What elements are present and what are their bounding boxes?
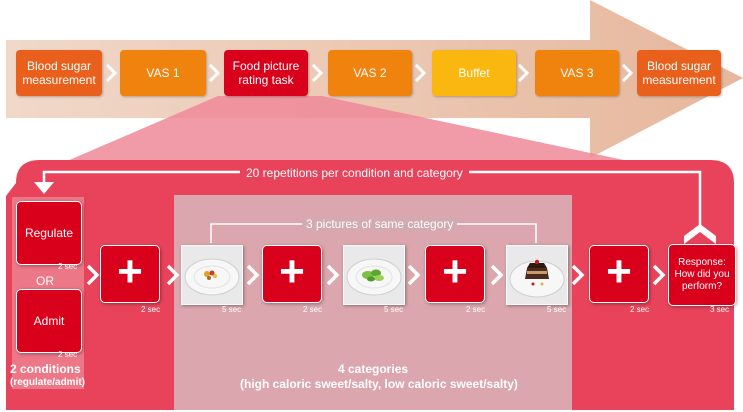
step-chevron bbox=[208, 63, 221, 87]
row-chevron bbox=[326, 264, 340, 291]
row-chevron bbox=[652, 264, 666, 291]
picture-3-duration: 5 sec bbox=[547, 305, 567, 314]
step-chevron bbox=[621, 63, 634, 87]
fixation-cross-2: + bbox=[262, 245, 322, 303]
picture-2-duration: 5 sec bbox=[384, 305, 404, 314]
food-picture-2 bbox=[343, 245, 405, 305]
fixation-cross-1: + bbox=[100, 245, 160, 303]
plate-with-small-food-icon bbox=[184, 258, 240, 296]
repetition-arrowhead bbox=[34, 182, 54, 194]
plate-with-green-vegetables-icon bbox=[346, 258, 402, 296]
row-chevron bbox=[407, 264, 421, 291]
response-box: Response: How did you perform? bbox=[668, 244, 736, 306]
response-duration: 3 sec bbox=[710, 305, 730, 314]
fixation-2-duration: 2 sec bbox=[303, 305, 323, 314]
regulate-duration: 2 sec bbox=[58, 262, 78, 271]
repetitions-label: 20 repetitions per condition and categor… bbox=[240, 166, 469, 180]
step-vas-2: VAS 2 bbox=[328, 50, 412, 96]
same-category-label: 3 pictures of same category bbox=[296, 217, 463, 231]
fixation-4-duration: 2 sec bbox=[630, 305, 650, 314]
row-chevron bbox=[246, 264, 260, 291]
step-vas-3: VAS 3 bbox=[535, 50, 619, 96]
regulate-condition-box: Regulate bbox=[16, 201, 82, 265]
step-chevron bbox=[311, 63, 324, 87]
step-food-picture-rating: Food picture rating task bbox=[224, 50, 308, 96]
plate-with-chocolate-cake-icon bbox=[509, 259, 565, 298]
picture-1-duration: 5 sec bbox=[222, 305, 242, 314]
step-buffet: Buffet bbox=[432, 50, 516, 96]
fixation-3-duration: 2 sec bbox=[466, 305, 486, 314]
step-chevron bbox=[414, 63, 427, 87]
or-label: OR bbox=[36, 274, 54, 288]
row-chevron bbox=[86, 264, 100, 291]
conditions-caption-sub: (regulate/admit) bbox=[10, 377, 86, 388]
food-picture-3 bbox=[506, 245, 568, 305]
step-blood-sugar-1: Blood sugar measurement bbox=[16, 50, 102, 96]
categories-caption: 4 categories bbox=[338, 362, 409, 376]
fixation-cross-3: + bbox=[425, 245, 485, 303]
row-chevron bbox=[571, 264, 585, 291]
fixation-1-duration: 2 sec bbox=[141, 305, 161, 314]
step-chevron bbox=[517, 63, 530, 87]
food-picture-1 bbox=[181, 245, 243, 305]
step-vas-1: VAS 1 bbox=[120, 50, 206, 96]
row-chevron bbox=[490, 264, 504, 291]
row-chevron bbox=[166, 264, 180, 291]
admit-duration: 2 sec bbox=[58, 350, 78, 359]
step-chevron bbox=[105, 63, 118, 87]
fixation-cross-4: + bbox=[589, 245, 649, 303]
step-blood-sugar-2: Blood sugar measurement bbox=[637, 50, 721, 96]
response-up-chevron bbox=[684, 224, 716, 244]
categories-caption-detail: (high caloric sweet/salty, low caloric s… bbox=[240, 377, 518, 391]
conditions-caption: 2 conditions bbox=[10, 362, 81, 376]
admit-condition-box: Admit bbox=[16, 289, 82, 353]
